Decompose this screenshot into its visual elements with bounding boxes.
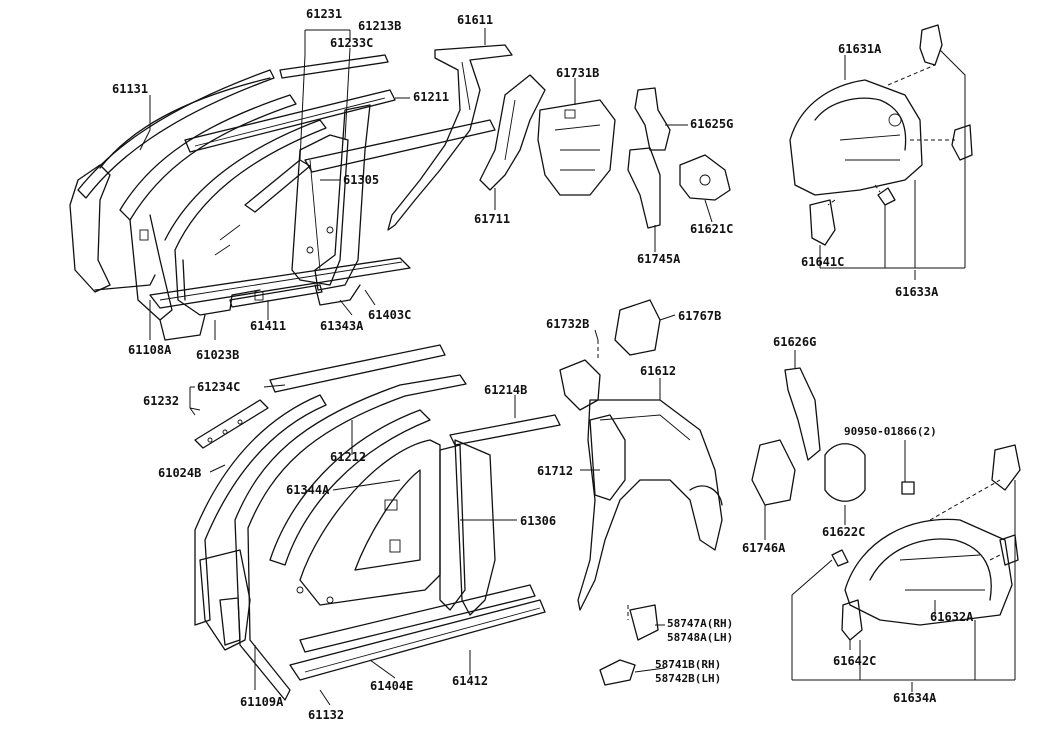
label-61214B: 61214B — [484, 383, 527, 397]
lower-side-panel-assembly — [194, 344, 561, 701]
label-61711: 61711 — [474, 212, 510, 226]
lower-quarter-assembly — [559, 299, 723, 686]
part-labels: 61131 61231 61213B 61233C 61611 61731B 6… — [112, 7, 974, 722]
label-61633A: 61633A — [895, 285, 939, 299]
label-61404E: 61404E — [370, 679, 413, 693]
label-58742B: 58742B(LH) — [655, 672, 721, 685]
label-61732B: 61732B — [546, 317, 589, 331]
label-61305: 61305 — [343, 173, 379, 187]
lower-wheel-house-assembly — [751, 367, 1021, 641]
label-61344A: 61344A — [286, 483, 330, 497]
label-61621C: 61621C — [690, 222, 733, 236]
label-58748A: 58748A(LH) — [667, 631, 733, 644]
label-61412: 61412 — [452, 674, 488, 688]
label-61132: 61132 — [308, 708, 344, 722]
label-61731B: 61731B — [556, 66, 599, 80]
label-61611: 61611 — [457, 13, 493, 27]
label-61211: 61211 — [413, 90, 449, 104]
label-61231: 61231 — [306, 7, 342, 21]
label-61212: 61212 — [330, 450, 366, 464]
label-61767B: 61767B — [678, 309, 721, 323]
label-61612: 61612 — [640, 364, 676, 378]
label-90950-01866: 90950-01866(2) — [844, 425, 937, 438]
label-61642C: 61642C — [833, 654, 876, 668]
label-61634A: 61634A — [893, 691, 937, 705]
label-61233C: 61233C — [330, 36, 373, 50]
label-61625G: 61625G — [690, 117, 733, 131]
label-61746A: 61746A — [742, 541, 786, 555]
label-61745A: 61745A — [637, 252, 681, 266]
label-58747A: 58747A(RH) — [667, 617, 733, 630]
label-61109A: 61109A — [240, 695, 284, 709]
upper-side-panel-assembly — [69, 54, 496, 341]
label-61024B: 61024B — [158, 466, 201, 480]
label-61108A: 61108A — [128, 343, 172, 357]
label-58741B: 58741B(RH) — [655, 658, 721, 671]
label-61023B: 61023B — [196, 348, 239, 362]
label-61622C: 61622C — [822, 525, 865, 539]
label-61131: 61131 — [112, 82, 148, 96]
label-61403C: 61403C — [368, 308, 411, 322]
upper-quarter-assembly — [387, 44, 731, 231]
label-61213B: 61213B — [358, 19, 401, 33]
upper-wheel-house-assembly — [789, 24, 973, 246]
label-61632A: 61632A — [930, 610, 974, 624]
label-61234C: 61234C — [197, 380, 240, 394]
label-61306: 61306 — [520, 514, 556, 528]
label-61626G: 61626G — [773, 335, 816, 349]
label-61631A: 61631A — [838, 42, 882, 56]
leader-lines — [139, 28, 1016, 706]
label-61232: 61232 — [143, 394, 179, 408]
label-61641C: 61641C — [801, 255, 844, 269]
label-61712: 61712 — [537, 464, 573, 478]
label-61343A: 61343A — [320, 319, 364, 333]
label-61411: 61411 — [250, 319, 286, 333]
